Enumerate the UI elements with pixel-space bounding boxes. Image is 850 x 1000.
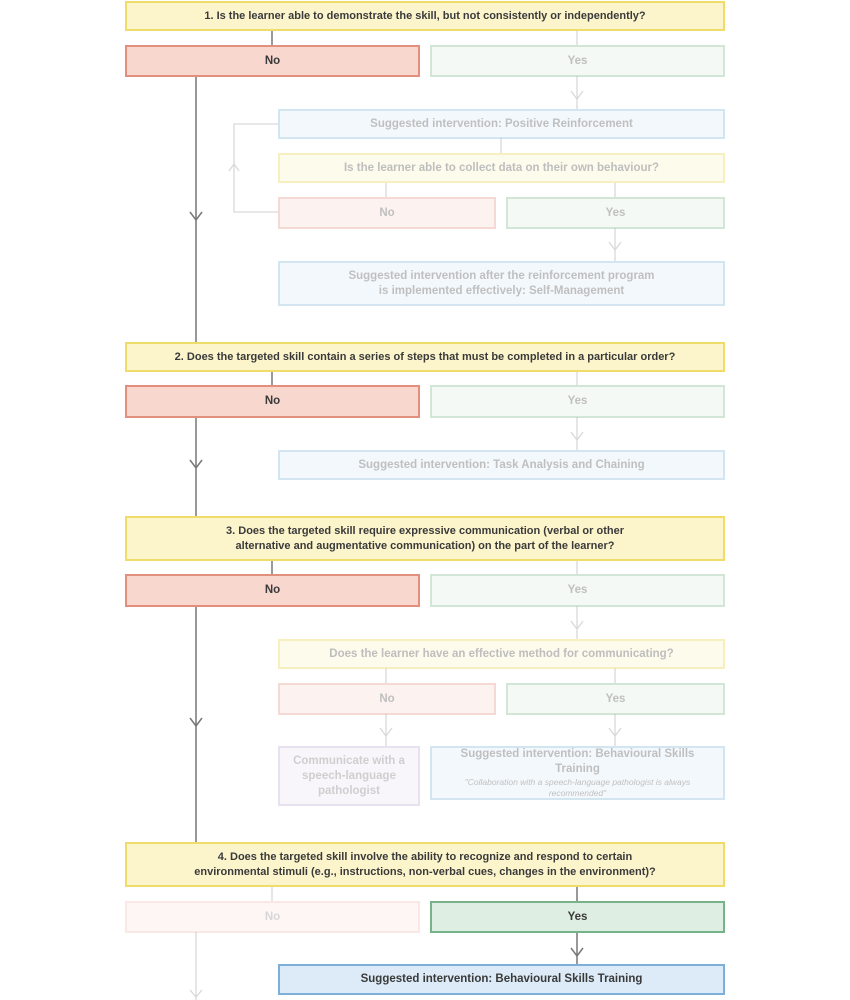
q4-yes-box: Yes	[430, 901, 725, 933]
q4-yes-label: Yes	[567, 910, 588, 923]
q3-bst-title: Suggested intervention: Behavioural Skil…	[460, 748, 695, 775]
q3-no-label: No	[264, 584, 281, 596]
q1-no-box: No	[125, 45, 420, 77]
q1-sub-intervention-line2: is implemented effectively: Self-Managem…	[378, 284, 625, 297]
q3-no-box: No	[125, 574, 420, 607]
question-3-line1: 3. Does the targeted skill require expre…	[226, 524, 624, 537]
q3-sub-yes-label: Yes	[605, 692, 626, 705]
q2-intervention-box: Suggested intervention: Task Analysis an…	[278, 450, 725, 480]
q3-bst-box: Suggested intervention: Behavioural Skil…	[430, 746, 725, 800]
question-1-text: 1. Is the learner able to demonstrate th…	[204, 9, 646, 22]
q1-sub-yes-label: Yes	[605, 206, 626, 219]
q2-no-box: No	[125, 385, 420, 418]
q4-no-label: No	[264, 910, 281, 923]
q3-bst-note-line2: recommended"	[548, 788, 607, 798]
q3-slp-line3: pathologist	[318, 784, 380, 797]
q1-sub-intervention-line1: Suggested intervention after the reinfor…	[348, 269, 655, 282]
q3-slp-line1: Communicate with a	[293, 754, 405, 767]
q3-bst-note-line1: "Collaboration with a speech-language pa…	[464, 777, 691, 787]
q1-sub-question-text: Is the learner able to collect data on t…	[343, 161, 660, 174]
question-4-line2: environmental stimuli (e.g., instruction…	[194, 865, 656, 878]
question-2-text: 2. Does the targeted skill contain a ser…	[174, 350, 676, 363]
main-connectors	[189, 30, 584, 964]
question-1-box: 1. Is the learner able to demonstrate th…	[125, 1, 725, 31]
question-2-box: 2. Does the targeted skill contain a ser…	[125, 342, 725, 372]
q3-sub-question-text: Does the learner have an effective metho…	[329, 647, 674, 660]
q3-sub-no-label: No	[379, 692, 395, 705]
q1-intervention-box: Suggested intervention: Positive Reinfor…	[278, 109, 725, 139]
q2-intervention-text: Suggested intervention: Task Analysis an…	[358, 458, 645, 471]
faded-connectors	[189, 30, 622, 1000]
question-4-line1: 4. Does the targeted skill involve the a…	[217, 850, 633, 863]
q2-yes-box: Yes	[430, 385, 725, 418]
q3-slp-box: Communicate with a speech-language patho…	[278, 746, 420, 806]
q3-sub-yes-box: Yes	[506, 683, 725, 715]
q3-sub-question-box: Does the learner have an effective metho…	[278, 639, 725, 669]
question-3-box: 3. Does the targeted skill require expre…	[125, 516, 725, 561]
question-3-line2: alternative and augmentative communicati…	[235, 539, 615, 552]
q1-sub-no-box: No	[278, 197, 496, 229]
q4-no-box: No	[125, 901, 420, 933]
q3-slp-line2: speech-language	[302, 769, 396, 782]
q1-yes-box: Yes	[430, 45, 725, 77]
q1-sub-question-box: Is the learner able to collect data on t…	[278, 153, 725, 183]
q4-intervention-text: Suggested intervention: Behavioural Skil…	[360, 973, 643, 985]
q1-intervention-text: Suggested intervention: Positive Reinfor…	[370, 117, 633, 130]
q1-sub-intervention-box: Suggested intervention after the reinfor…	[278, 261, 725, 306]
q1-sub-no-label: No	[379, 206, 395, 219]
q1-sub-yes-box: Yes	[506, 197, 725, 229]
q2-no-label: No	[264, 395, 281, 407]
q1-yes-label: Yes	[567, 54, 588, 67]
q2-yes-label: Yes	[567, 395, 588, 407]
q1-no-label: No	[264, 54, 281, 67]
q4-intervention-box: Suggested intervention: Behavioural Skil…	[278, 964, 725, 995]
q3-sub-no-box: No	[278, 683, 496, 715]
q3-yes-label: Yes	[567, 584, 588, 596]
q3-yes-box: Yes	[430, 574, 725, 607]
question-4-box: 4. Does the targeted skill involve the a…	[125, 842, 725, 887]
